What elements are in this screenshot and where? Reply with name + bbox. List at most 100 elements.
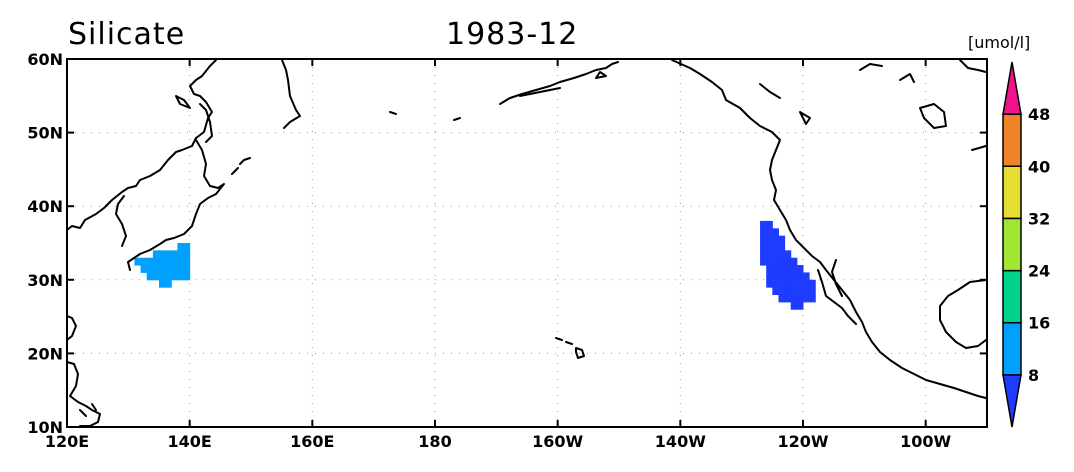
data-cell: [790, 272, 798, 281]
data-cell: [803, 272, 810, 281]
coastline-philippines: [66, 315, 101, 427]
colorbar-segment: [1002, 217, 1022, 272]
data-cell: [772, 228, 779, 237]
data-cell: [140, 265, 148, 273]
colorbar-segment: [1002, 321, 1022, 376]
lon-tick-label: 100W: [900, 432, 951, 451]
data-cell: [171, 265, 178, 273]
data-cell: [766, 228, 773, 237]
data-cell: [778, 235, 786, 244]
coastline-aleutians: [389, 61, 619, 121]
data-cell: [165, 279, 172, 288]
data-cell: [766, 250, 773, 259]
data-cell: [796, 287, 804, 296]
data-cell: [171, 272, 178, 281]
data-cell: [778, 272, 786, 281]
data-cell: [159, 250, 166, 259]
data-cell: [809, 287, 816, 296]
colorbar-label: 24: [1028, 262, 1050, 281]
data-cell: [784, 287, 792, 296]
data-cell: [766, 257, 773, 266]
data-cell: [790, 301, 798, 310]
coastline-north-america: [671, 59, 987, 399]
data-cell: [778, 265, 786, 273]
data-cell: [766, 243, 773, 251]
data-cell: [177, 250, 185, 259]
variable-title: Silicate: [68, 17, 185, 52]
data-cell: [778, 257, 786, 266]
data-cell: [146, 265, 154, 273]
colorbar-segment: [1002, 374, 1022, 428]
data-cell: [778, 250, 786, 259]
coastline-kamchatka: [231, 59, 301, 175]
data-cell: [760, 250, 767, 259]
data-cell: [165, 257, 172, 266]
data-cell: [772, 287, 779, 296]
graticule: [67, 59, 987, 427]
data-cell: [778, 294, 786, 303]
lon-tick-label: 140E: [168, 432, 212, 451]
lon-tick-label: 180: [418, 432, 451, 451]
coastlines: [66, 59, 987, 427]
data-cell: [177, 243, 185, 251]
data-cell: [183, 243, 191, 251]
data-cell: [760, 235, 767, 244]
data-cell: [146, 257, 154, 266]
lon-tick-label: 120W: [777, 432, 828, 451]
data-cell: [796, 301, 804, 310]
data-cell: [152, 265, 160, 273]
data-cell: [183, 257, 191, 266]
coastline-hawaii: [555, 337, 585, 359]
data-cell: [772, 279, 779, 288]
colorbar-segment: [1002, 113, 1022, 168]
map-frame: [66, 58, 988, 428]
data-cell: [760, 228, 767, 237]
data-cell: [159, 279, 166, 288]
date-title: 1983-12: [446, 17, 578, 52]
data-cell: [152, 272, 160, 281]
data-cell: [183, 272, 191, 281]
silicate-data-layer: [134, 220, 816, 310]
data-cell: [772, 250, 779, 259]
colorbar-segment: [1002, 165, 1022, 220]
data-cell: [146, 272, 154, 281]
lat-tick-label: 10N: [27, 418, 63, 437]
coastline-asia: [66, 59, 225, 271]
data-cell: [790, 257, 798, 266]
data-cell: [809, 279, 816, 288]
colorbar-label: 16: [1028, 314, 1050, 333]
lat-tick-label: 50N: [27, 124, 63, 143]
region-japan-south: [134, 243, 191, 288]
lon-tick-label: 160E: [290, 432, 334, 451]
data-cell: [796, 279, 804, 288]
data-cell: [165, 265, 172, 273]
lat-tick-label: 40N: [27, 197, 63, 216]
data-cell: [760, 243, 767, 251]
data-cell: [796, 265, 804, 273]
data-cell: [171, 250, 178, 259]
lon-tick-label: 140W: [655, 432, 706, 451]
data-cell: [766, 265, 773, 273]
data-cell: [183, 250, 191, 259]
lat-tick-label: 60N: [27, 50, 63, 69]
data-cell: [809, 294, 816, 303]
data-cell: [152, 250, 160, 259]
data-cell: [165, 250, 172, 259]
units-label: [umol/l]: [968, 33, 1030, 52]
data-cell: [171, 257, 178, 266]
colorbar-segment: [1002, 269, 1022, 324]
data-cell: [140, 257, 148, 266]
data-cell: [784, 272, 792, 281]
data-cell: [790, 265, 798, 273]
colorbar-label: 32: [1028, 209, 1050, 228]
lat-tick-label: 30N: [27, 271, 63, 290]
data-cell: [177, 272, 185, 281]
colorbar-segment: [1002, 61, 1022, 115]
colorbar-label: 40: [1028, 157, 1050, 176]
data-cell: [177, 257, 185, 266]
data-cell: [790, 279, 798, 288]
region-california-coast: [760, 220, 816, 310]
data-cell: [772, 257, 779, 266]
